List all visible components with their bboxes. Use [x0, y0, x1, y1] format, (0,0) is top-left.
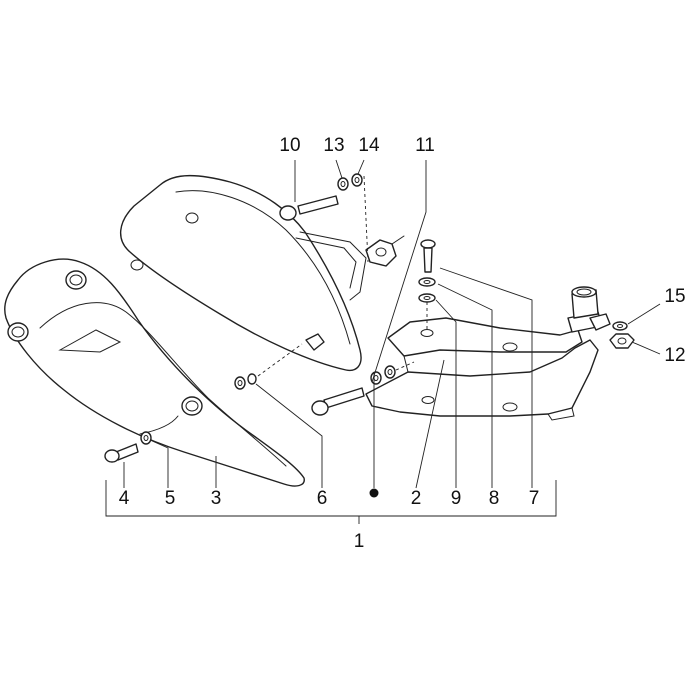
screw-4	[104, 443, 139, 463]
callout-13: 13	[323, 135, 344, 156]
washer-9	[418, 293, 436, 303]
washer-8	[418, 277, 436, 287]
callout-14: 14	[358, 135, 380, 156]
axis-line-lower	[395, 361, 415, 371]
heat-shield-inner	[120, 174, 367, 372]
leader-lines	[105, 159, 661, 524]
callout-11: 11	[415, 135, 435, 156]
bolt-10	[279, 195, 339, 221]
callout-2: 2	[411, 488, 422, 509]
axis-line-10	[363, 175, 369, 263]
callout-6: 6	[317, 488, 328, 509]
bolt-lower	[311, 387, 365, 416]
grommet-6	[305, 333, 325, 351]
spacer-6	[234, 373, 257, 390]
callout-7: 7	[529, 488, 540, 509]
washer-lower-b	[384, 365, 396, 379]
exhaust-flange	[567, 286, 611, 333]
washer-15	[612, 321, 628, 331]
callout-3: 3	[211, 488, 222, 509]
nut-12	[609, 333, 635, 349]
washer-5	[140, 431, 152, 445]
callout-12: 12	[664, 345, 685, 366]
exhaust-bracket	[365, 317, 599, 421]
callout-labels: 10 13 14 11 15 12 4 5 3 6 2 9 8 7 1	[119, 135, 686, 552]
callout-9: 9	[451, 488, 462, 509]
callout-8: 8	[489, 488, 500, 509]
washer-14	[351, 173, 363, 187]
washer-lower-a	[370, 371, 382, 385]
callout-1: 1	[354, 531, 365, 552]
screw-7	[420, 239, 436, 273]
callout-5: 5	[165, 488, 176, 509]
washer-13	[337, 177, 349, 191]
mount-bracket-tab	[365, 235, 405, 267]
reference-dot	[369, 488, 379, 498]
callout-4: 4	[119, 488, 130, 509]
callout-10: 10	[279, 135, 300, 156]
callout-15: 15	[664, 286, 685, 307]
